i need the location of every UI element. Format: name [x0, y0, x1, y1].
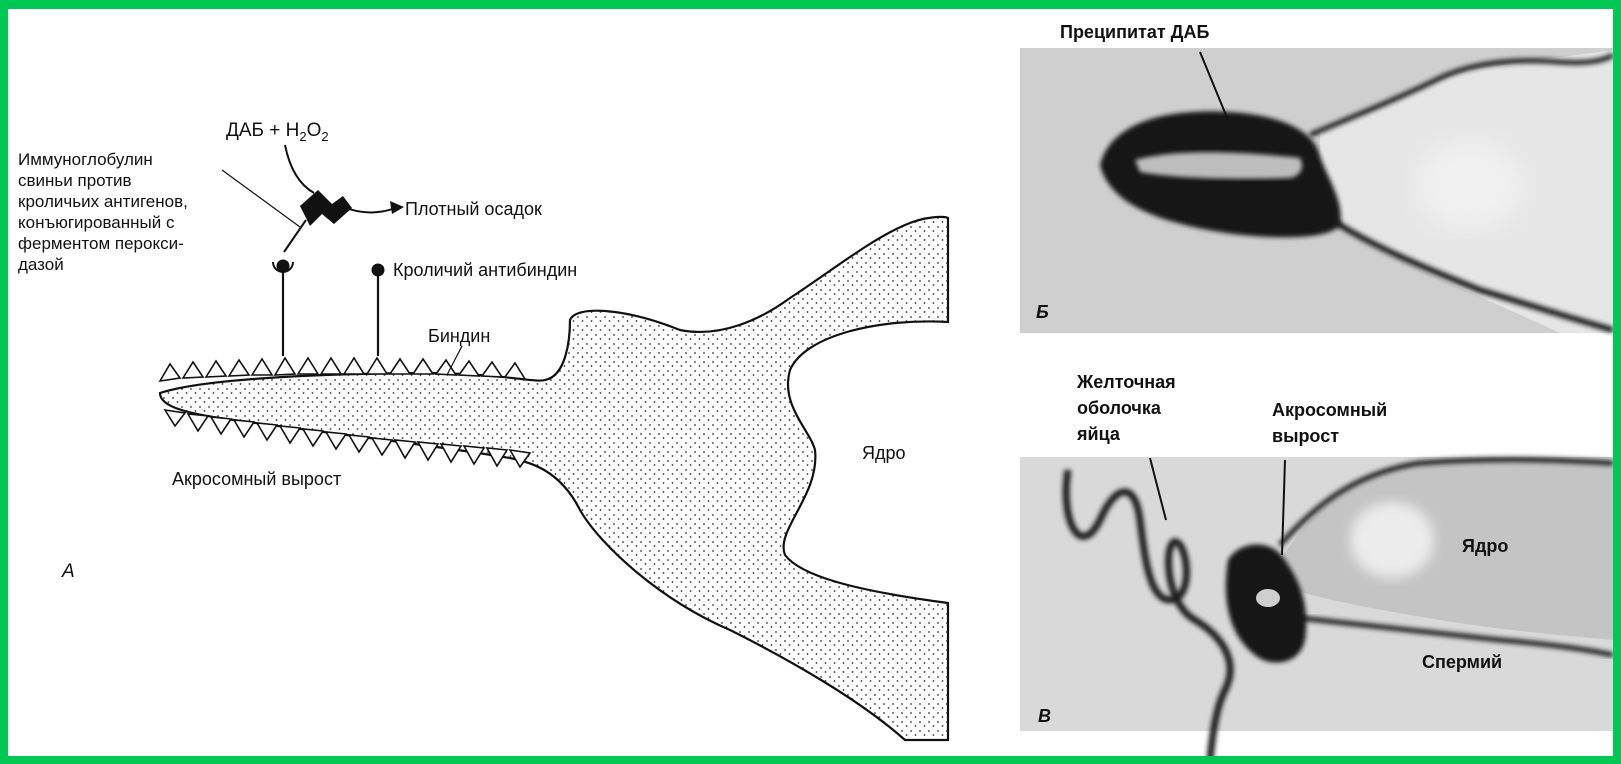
- panel-b-letter: Б: [1036, 302, 1049, 322]
- acrosomal-label-line-2: вырост: [1272, 426, 1339, 446]
- bindin-label: Биндин: [428, 326, 490, 346]
- immunoglobulin-line-1: Иммуноглобулин: [18, 150, 153, 169]
- panel-b-micrograph: Преципитат ДАБ Б: [1020, 22, 1613, 333]
- c-nucleus-label: Ядро: [1462, 536, 1508, 556]
- rabbit-antibindin-label: Кроличий антибиндин: [393, 260, 577, 280]
- immunoglobulin-line-3: кроличьих антигенов,: [18, 192, 188, 211]
- dense-deposit-label: Плотный осадок: [405, 199, 542, 219]
- dab-h2o2-label: ДАБ + Н2О2: [226, 120, 329, 144]
- vitelline-label-line-1: Желточная: [1076, 372, 1176, 392]
- immunoglobulin-line-2: свиньи против: [18, 171, 132, 190]
- immunoglobulin-label: Иммуноглобулин свиньи против кроличьих а…: [18, 150, 188, 274]
- nucleus-label: Ядро: [862, 443, 906, 463]
- vitelline-label-line-2: оболочка: [1077, 398, 1162, 418]
- precipitate-label: Преципитат ДАБ: [1060, 22, 1209, 42]
- panel-a-letter: А: [61, 561, 75, 582]
- immunoglobulin-leader: [222, 170, 300, 227]
- sperm-label: Спермий: [1422, 652, 1502, 672]
- panel-a-diagram: ДАБ + Н2О2 Иммуноглобулин свиньи против …: [18, 120, 948, 740]
- bindin-leader: [447, 346, 462, 375]
- figure-frame: ДАБ + Н2О2 Иммуноглобулин свиньи против …: [8, 9, 1613, 756]
- immunoglobulin-line-6: дазой: [18, 255, 64, 274]
- figure-svg: ДАБ + Н2О2 Иммуноглобулин свиньи против …: [8, 9, 1613, 756]
- acrosomal-label-line-1: Акросомный: [1272, 400, 1387, 420]
- antibindin-dot: [372, 264, 385, 277]
- dab-arrow-in: [285, 145, 314, 193]
- panel-c-micrograph: Желточная оболочка яйца Акросомный вырос…: [1020, 372, 1613, 756]
- deposit-arrowhead: [390, 201, 404, 214]
- immunoglobulin-line-5: ферментом перокси-: [18, 234, 184, 253]
- immunoglobulin-line-4: конъюгированный с: [18, 213, 175, 232]
- panel-c-letter: В: [1038, 706, 1051, 726]
- vitelline-label-line-3: яйца: [1076, 424, 1121, 444]
- acrosomal-process-label: Акросомный вырост: [172, 469, 341, 489]
- conjugate-arm: [284, 220, 306, 252]
